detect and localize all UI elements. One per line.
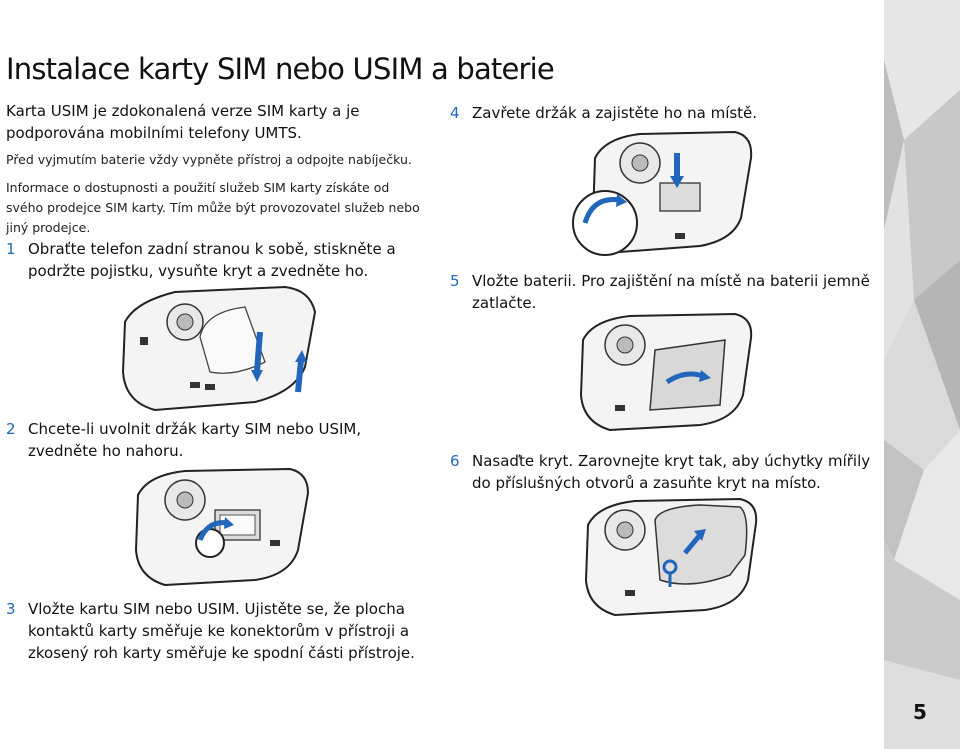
step-text: Obraťte telefon zadní stranou k sobě, st… [6, 238, 426, 282]
step-4: 4 Zavřete držák a zajistěte ho na místě. [450, 102, 870, 124]
step-text: Nasaďte kryt. Zarovnejte kryt tak, aby ú… [450, 450, 880, 494]
step-text: Chcete-li uvolnit držák karty SIM nebo U… [6, 418, 426, 462]
step-number: 1 [6, 238, 16, 260]
page-title: Instalace karty SIM nebo USIM a baterie [6, 52, 554, 86]
intro-text: Karta USIM je zdokonalená verze SIM kart… [6, 100, 426, 144]
note-sim-availability: Informace o dostupnosti a použití služeb… [6, 178, 426, 238]
step-2: 2 Chcete-li uvolnit držák karty SIM nebo… [6, 418, 426, 462]
step-text: Vložte kartu SIM nebo USIM. Ujistěte se,… [6, 598, 426, 664]
step-3: 3 Vložte kartu SIM nebo USIM. Ujistěte s… [6, 598, 426, 664]
step-6: 6 Nasaďte kryt. Zarovnejte kryt tak, aby… [450, 450, 880, 494]
step-text: Vložte baterii. Pro zajištění na místě n… [450, 270, 870, 314]
step-number: 3 [6, 598, 16, 620]
illustration-lift-sim-holder [130, 465, 310, 590]
step-number: 6 [450, 450, 460, 472]
step-1: 1 Obraťte telefon zadní stranou k sobě, … [6, 238, 426, 282]
side-decoration [884, 0, 960, 749]
step-number: 4 [450, 102, 460, 124]
step-number: 2 [6, 418, 16, 440]
step-number: 5 [450, 270, 460, 292]
illustration-close-holder [565, 128, 755, 268]
illustration-remove-cover [115, 282, 325, 412]
illustration-replace-cover [580, 495, 760, 620]
page-number: 5 [900, 700, 940, 724]
illustration-insert-battery [575, 310, 755, 435]
step-text: Zavřete držák a zajistěte ho na místě. [450, 102, 870, 124]
note-battery: Před vyjmutím baterie vždy vypněte příst… [6, 150, 426, 170]
step-5: 5 Vložte baterii. Pro zajištění na místě… [450, 270, 870, 314]
